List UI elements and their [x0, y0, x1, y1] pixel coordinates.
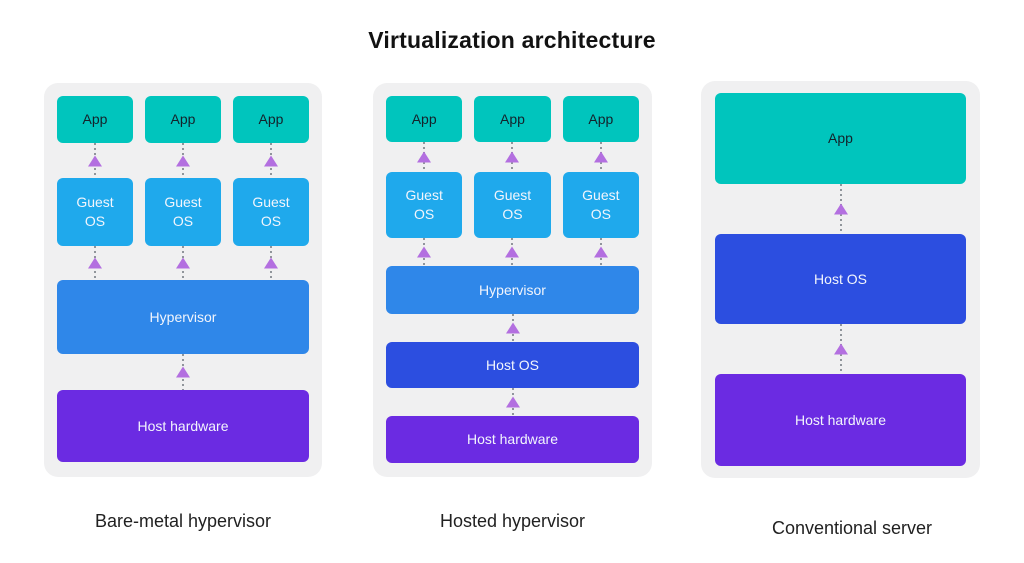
hypervisor-row: Hypervisor — [386, 266, 639, 314]
arrow-row — [386, 142, 639, 172]
app-box: App — [386, 96, 463, 142]
up-arrow-icon — [833, 324, 849, 374]
host-hardware-row: Host hardware — [57, 390, 309, 462]
arrow-head-icon — [417, 246, 432, 258]
arrow-cell — [474, 238, 550, 266]
arrow-cell — [57, 143, 133, 178]
arrow-row — [57, 354, 309, 390]
app-row: App App App — [386, 96, 639, 142]
arrow-row — [386, 388, 639, 416]
arrow-head-icon — [505, 396, 520, 408]
up-arrow-icon — [593, 238, 609, 266]
panel-label-hosted: Hosted hypervisor — [439, 511, 586, 531]
up-arrow-icon — [263, 143, 279, 178]
host-os-box: Host OS — [386, 342, 639, 388]
up-arrow-icon — [593, 142, 609, 172]
hypervisor-box: Hypervisor — [386, 266, 639, 314]
arrow-row — [57, 246, 309, 280]
arrow-head-icon — [505, 246, 520, 258]
up-arrow-icon — [505, 314, 521, 342]
panel-hosted-hypervisor: App App App Guest OS Guest OS Guest OS H… — [373, 83, 652, 477]
arrow-row — [715, 184, 966, 234]
guest-os-box: Guest OS — [145, 178, 221, 246]
panel-conventional-server: App Host OS Host hardware — [701, 81, 980, 478]
host-hardware-box: Host hardware — [715, 374, 966, 466]
host-os-row: Host OS — [715, 234, 966, 324]
arrow-cell — [233, 246, 309, 280]
hypervisor-box: Hypervisor — [57, 280, 309, 354]
arrow-head-icon — [88, 155, 102, 166]
app-box: App — [145, 96, 221, 143]
host-os-box: Host OS — [715, 234, 966, 324]
guest-os-box: Guest OS — [474, 172, 551, 238]
guest-os-box: Guest OS — [386, 172, 463, 238]
panel-bare-metal-hypervisor: App App App Guest OS Guest OS Guest OS H… — [44, 83, 322, 477]
up-arrow-icon — [504, 142, 520, 172]
panel-conventional-inner: App Host OS Host hardware — [701, 81, 980, 478]
app-row: App — [715, 93, 966, 184]
arrow-cell — [563, 238, 639, 266]
up-arrow-icon — [175, 246, 191, 280]
guest-os-row: Guest OS Guest OS Guest OS — [386, 172, 639, 238]
arrow-head-icon — [176, 257, 190, 269]
diagram-title: Virtualization architecture — [368, 27, 656, 53]
host-os-row: Host OS — [386, 342, 639, 388]
arrow-head-icon — [593, 151, 608, 163]
arrow-head-icon — [176, 366, 190, 378]
arrow-row — [386, 314, 639, 342]
panel-hosted-inner: App App App Guest OS Guest OS Guest OS H… — [373, 83, 652, 477]
arrow-head-icon — [833, 343, 848, 355]
arrow-row — [715, 324, 966, 374]
arrow-head-icon — [88, 257, 102, 269]
arrow-row — [386, 238, 639, 266]
host-hardware-box: Host hardware — [386, 416, 639, 463]
arrow-cell — [386, 142, 462, 172]
arrow-head-icon — [505, 322, 520, 334]
panel-label-bare-metal: Bare-metal hypervisor — [94, 511, 272, 531]
app-box: App — [57, 96, 133, 143]
arrow-cell — [145, 246, 221, 280]
arrow-cell — [386, 238, 462, 266]
app-box: App — [715, 93, 966, 184]
arrow-cell — [57, 246, 133, 280]
guest-os-box: Guest OS — [57, 178, 133, 246]
arrow-head-icon — [833, 203, 848, 215]
up-arrow-icon — [175, 354, 191, 390]
arrow-cell — [563, 142, 639, 172]
hypervisor-row: Hypervisor — [57, 280, 309, 354]
app-row: App App App — [57, 96, 309, 143]
host-hardware-box: Host hardware — [57, 390, 309, 462]
guest-os-row: Guest OS Guest OS Guest OS — [57, 178, 309, 246]
arrow-cell — [233, 143, 309, 178]
arrow-head-icon — [176, 155, 190, 166]
panel-bare-metal-inner: App App App Guest OS Guest OS Guest OS H… — [44, 83, 322, 477]
up-arrow-icon — [416, 142, 432, 172]
guest-os-box: Guest OS — [562, 172, 639, 238]
up-arrow-icon — [263, 246, 279, 280]
arrow-head-icon — [417, 151, 432, 163]
panel-label-conventional: Conventional server — [771, 518, 933, 538]
host-hardware-row: Host hardware — [386, 416, 639, 463]
up-arrow-icon — [504, 238, 520, 266]
arrow-cell — [145, 143, 221, 178]
up-arrow-icon — [175, 143, 191, 178]
arrow-row — [57, 143, 309, 178]
app-box: App — [233, 96, 309, 143]
arrow-head-icon — [505, 151, 520, 163]
host-hardware-row: Host hardware — [715, 374, 966, 466]
up-arrow-icon — [87, 246, 103, 280]
up-arrow-icon — [87, 143, 103, 178]
up-arrow-icon — [416, 238, 432, 266]
arrow-head-icon — [264, 257, 278, 269]
arrow-head-icon — [264, 155, 278, 166]
app-box: App — [562, 96, 639, 142]
arrow-cell — [474, 142, 550, 172]
app-box: App — [474, 96, 551, 142]
guest-os-box: Guest OS — [233, 178, 309, 246]
up-arrow-icon — [833, 184, 849, 234]
arrow-head-icon — [593, 246, 608, 258]
up-arrow-icon — [505, 388, 521, 416]
